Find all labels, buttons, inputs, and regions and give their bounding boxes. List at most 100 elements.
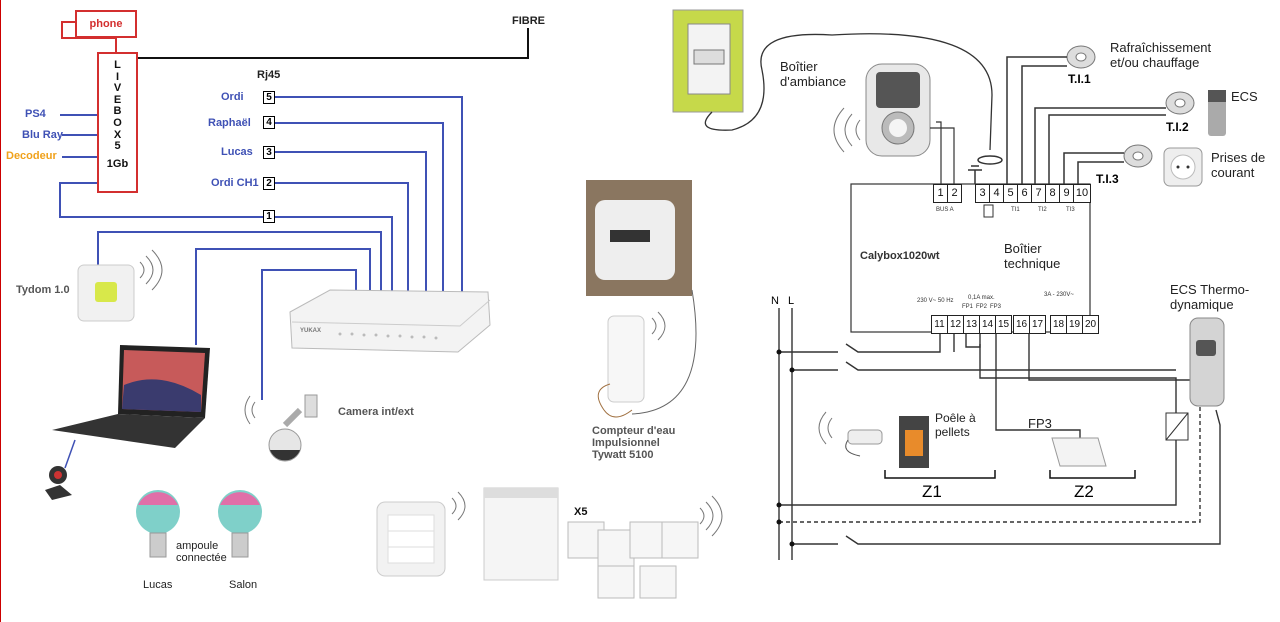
ti1-sub: TI1	[1011, 207, 1020, 213]
terminal-16: 16	[1013, 315, 1030, 334]
network-wires	[59, 21, 529, 469]
radiator	[1051, 437, 1107, 467]
device-ps4: PS4	[25, 108, 46, 120]
fp1-label: FP1	[962, 304, 974, 310]
port-label-lucas: Lucas	[221, 146, 253, 158]
fp3-sub-label: FP3	[990, 304, 1002, 310]
port-4: 4	[263, 116, 275, 129]
livebox-letter: L	[114, 59, 121, 71]
phone-box: phone	[75, 10, 137, 38]
ti2-sub: TI2	[1038, 207, 1047, 213]
electric-meter	[672, 9, 744, 113]
ct-wires	[968, 56, 1166, 184]
power-socket	[1163, 147, 1203, 187]
fp2-label: FP2	[976, 304, 988, 310]
bus-label: BUS A	[936, 207, 954, 213]
bottom-terminal-block: 11 12 13 14 15 16 17 18 19 20	[931, 315, 1099, 334]
terminal-20: 20	[1082, 315, 1099, 334]
terminal-19: 19	[1066, 315, 1083, 334]
camera-label: Camera int/ext	[338, 406, 414, 418]
poele-label: Poêle à pellets	[935, 411, 976, 439]
junction-dots	[776, 349, 795, 547]
roller-shutter	[483, 487, 559, 581]
tydom-label: Tydom 1.0	[16, 284, 70, 296]
terminal-9: 9	[1059, 184, 1074, 203]
calybox-enclosure	[850, 183, 1091, 333]
n-label: N	[771, 295, 779, 307]
terminal-1: 1	[933, 184, 948, 203]
tydom-device	[77, 249, 163, 322]
supply-wiring	[778, 308, 1221, 560]
relay-symbol	[983, 204, 994, 218]
model-label: Calybox1020wt	[860, 250, 940, 262]
relay-rating: 3A - 230V~	[1044, 292, 1074, 298]
terminal-4: 4	[989, 184, 1004, 203]
terminal-10: 10	[1073, 184, 1091, 203]
fp-rating: 0,1A max.	[968, 295, 995, 301]
ti1-label: T.I.1	[1068, 72, 1091, 86]
port-label-raphael: Raphaël	[208, 117, 251, 129]
security-camera	[244, 394, 318, 462]
livebox-speed: 1Gb	[106, 157, 129, 170]
livebox: L I V E B O X 5 1Gb	[97, 52, 138, 193]
terminal-13: 13	[963, 315, 980, 334]
supply-label: 230 V~ 50 Hz	[917, 298, 954, 304]
ti3-label: T.I.3	[1096, 172, 1119, 186]
ti3-sub: TI3	[1066, 207, 1075, 213]
terminal-17: 17	[1029, 315, 1046, 334]
port-label-ordi-ch1: Ordi CH1	[211, 177, 259, 189]
terminal-7: 7	[1031, 184, 1046, 203]
bulb-salon	[218, 490, 262, 558]
ti1-description: Rafraîchissement et/ou chauffage	[1110, 40, 1212, 70]
phone-label: phone	[89, 18, 123, 30]
network-switch	[289, 289, 491, 353]
webcam	[45, 466, 72, 500]
terminal-6: 6	[1017, 184, 1032, 203]
terminal-8: 8	[1045, 184, 1060, 203]
pulse-sensor	[597, 289, 697, 418]
port-3: 3	[263, 146, 275, 159]
terminal-14: 14	[979, 315, 996, 334]
bulb-lucas	[136, 490, 180, 558]
terminal-15: 15	[995, 315, 1012, 334]
port-2: 2	[263, 177, 275, 190]
port-label-ordi: Ordi	[221, 91, 244, 103]
port-1: 1	[263, 210, 275, 223]
bulb-lucas-label: Lucas	[143, 579, 173, 591]
livebox-letter: B	[113, 105, 122, 118]
laptop	[52, 345, 210, 448]
ecs-thermo-label: ECS Thermo- dynamique	[1170, 282, 1250, 312]
z2-bracket	[1049, 470, 1136, 479]
zone-z2: Z2	[1074, 482, 1094, 501]
ti3-description: Prises de courant	[1211, 150, 1266, 180]
livebox-letter: 5	[114, 140, 121, 153]
terminal-5: 5	[1003, 184, 1018, 203]
ti2-description: ECS	[1231, 89, 1258, 104]
ambiance-box-device	[833, 63, 931, 157]
terminal-2: 2	[947, 184, 962, 203]
technical-box-label: Boîtier technique	[1004, 241, 1061, 271]
device-decodeur: Decodeur	[6, 150, 57, 162]
livebox-letter: V	[113, 82, 122, 95]
ambiance-wires	[930, 121, 955, 184]
ambiance-box-label: Boîtier d'ambiance	[780, 59, 847, 89]
ti2-label: T.I.2	[1166, 120, 1189, 134]
terminal-3: 3	[975, 184, 990, 203]
meter-wire	[704, 33, 993, 151]
water-meter	[586, 180, 692, 296]
top-terminal-block: 1 2 3 4 5 6 7 8 9 10	[933, 184, 1091, 203]
pellet-stove	[818, 411, 929, 468]
ct-clamps	[1066, 45, 1195, 168]
livebox-letter: O	[113, 116, 122, 129]
terminal-11: 11	[931, 315, 948, 334]
terminal-18: 18	[1050, 315, 1067, 334]
device-bluray: Blu Ray	[22, 129, 63, 141]
bulb-salon-label: Salon	[229, 579, 258, 591]
livebox-letter: I	[115, 70, 120, 83]
livebox-letter: E	[113, 93, 122, 106]
port-5: 5	[263, 91, 275, 104]
water-meter-label: Compteur d'eau Impulsionnel Tywatt 5100	[592, 425, 676, 461]
modules-x5	[567, 495, 723, 599]
terminal-12: 12	[947, 315, 964, 334]
